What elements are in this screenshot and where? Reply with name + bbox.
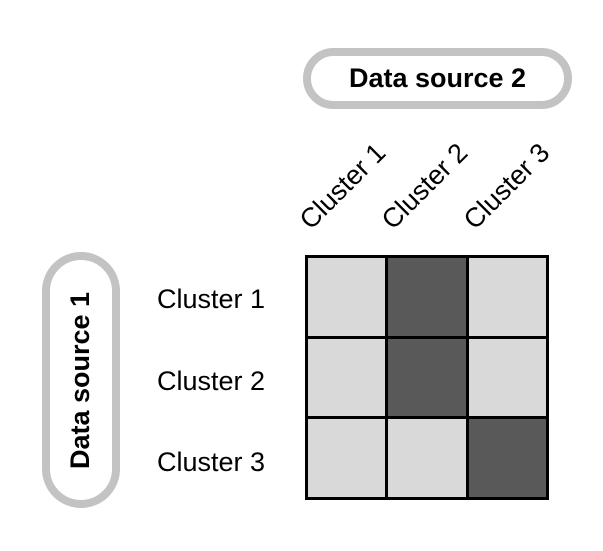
matrix-cell-r2-c1 (308, 338, 386, 417)
col-label-2: Cluster 2 (375, 137, 474, 235)
matrix-cell-r2-c2 (388, 338, 466, 417)
col-label-3: Cluster 3 (457, 137, 556, 235)
matrix-cell-r1-c2 (388, 258, 466, 336)
data-source-1-label: Data source 1 (65, 291, 96, 469)
cluster-matrix (305, 255, 549, 500)
matrix-cell-r3-c3 (468, 419, 546, 497)
row-label-1: Cluster 1 (157, 284, 266, 314)
data-source-2-pill: Data source 2 (303, 48, 572, 109)
data-source-1-pill: Data source 1 (42, 252, 120, 508)
col-label-1: Cluster 1 (293, 137, 392, 235)
matrix-cell-r3-c1 (308, 419, 386, 497)
data-source-2-label: Data source 2 (348, 63, 527, 93)
matrix-cell-r1-c3 (468, 258, 546, 336)
row-label-3: Cluster 3 (157, 447, 266, 477)
matrix-cell-r2-c3 (468, 338, 546, 417)
matrix-cell-r1-c1 (308, 258, 386, 336)
row-label-2: Cluster 2 (157, 366, 266, 396)
matrix-cell-r3-c2 (388, 419, 466, 497)
